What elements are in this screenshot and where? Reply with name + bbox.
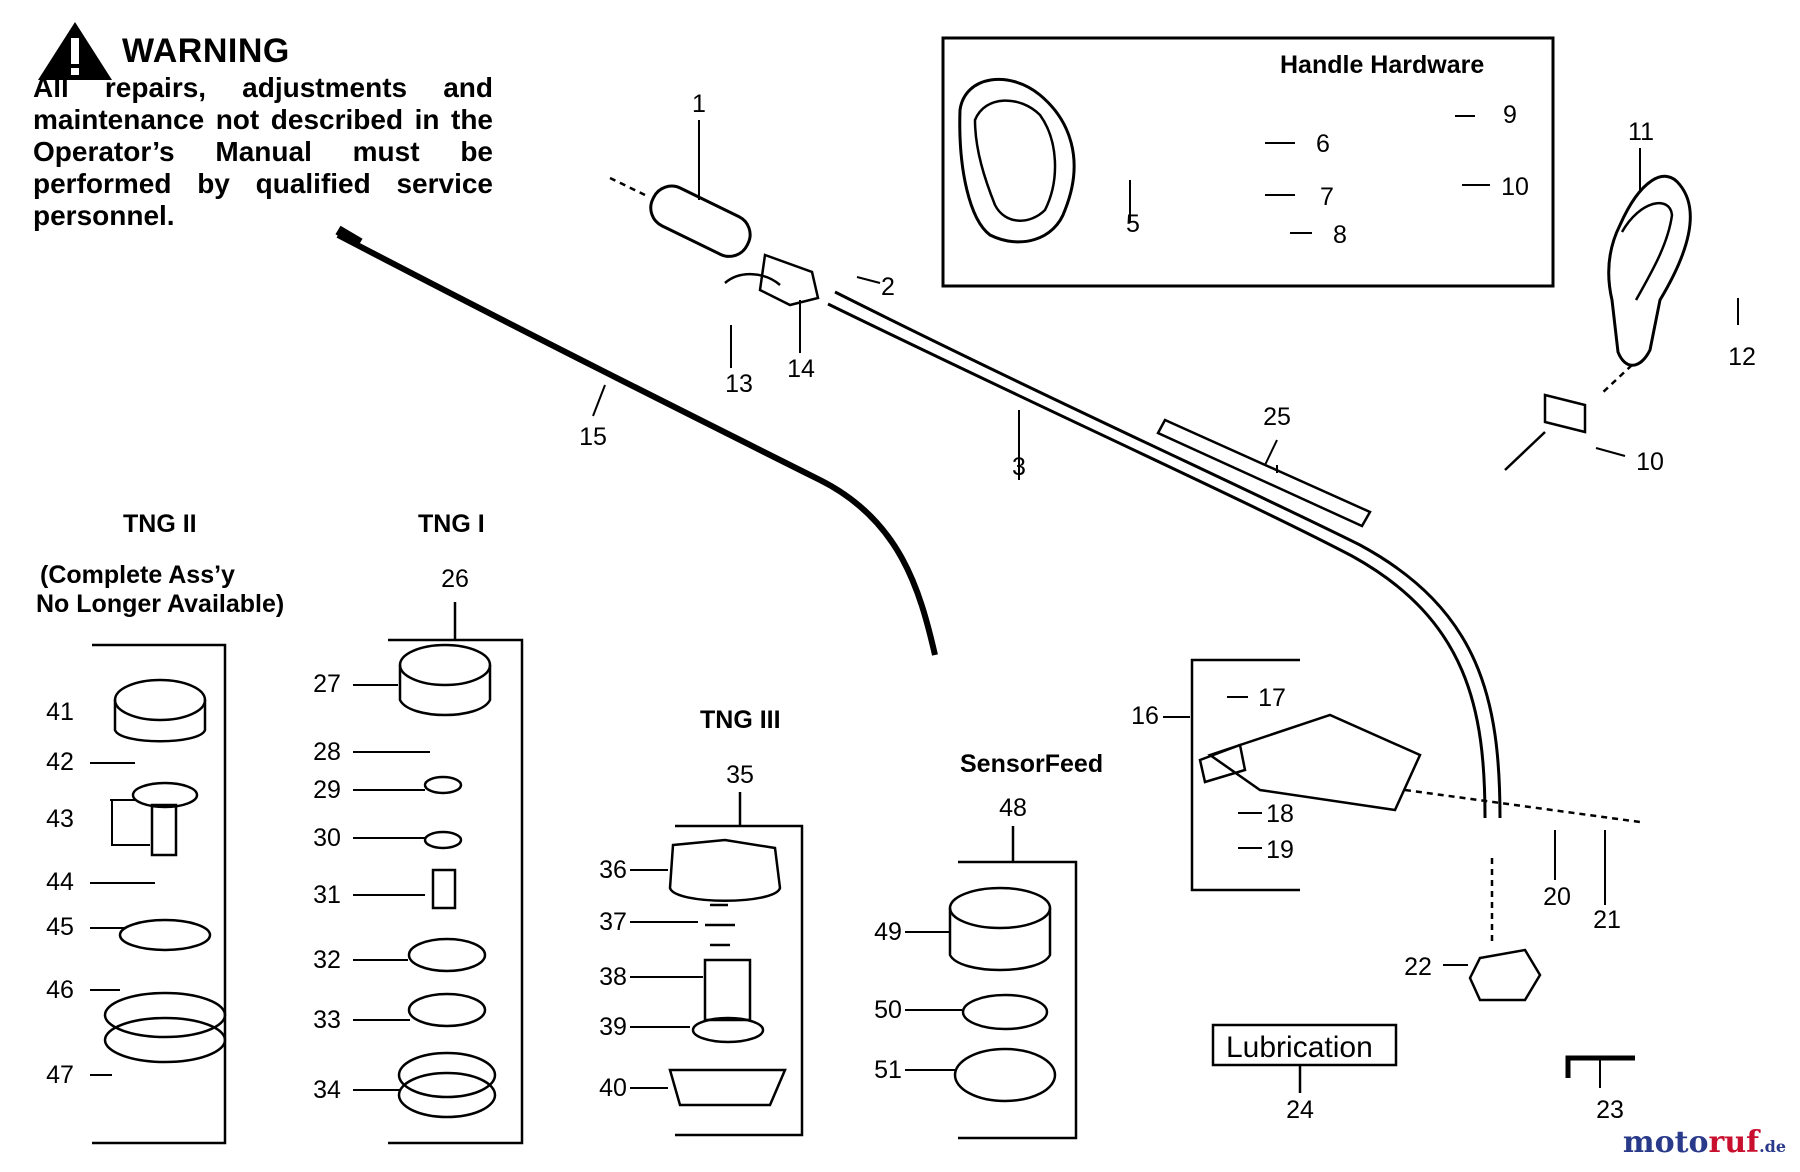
handle-hardware-box (941, 36, 1555, 288)
callout-24: 24 (1286, 1096, 1314, 1124)
lubrication-box (1211, 1023, 1398, 1067)
callout-25: 25 (1263, 403, 1291, 431)
callout-22: 22 (1404, 953, 1432, 981)
handle-hardware-label: Handle Hardware (1280, 51, 1484, 79)
callout-17: 17 (1258, 684, 1286, 712)
callout-10: 10 (1636, 448, 1664, 476)
callout-12: 12 (1728, 343, 1756, 371)
callout-37: 37 (599, 908, 627, 936)
callout-28: 28 (313, 738, 341, 766)
callout-49: 49 (874, 918, 902, 946)
lubrication-label: Lubrication (1226, 1031, 1373, 1064)
callout-16: 16 (1131, 702, 1159, 730)
callout-33: 33 (313, 1006, 341, 1034)
callout-13: 13 (725, 370, 753, 398)
callout-35: 35 (726, 761, 754, 789)
warning-title: WARNING (122, 32, 290, 70)
callout-8: 8 (1333, 221, 1347, 249)
callout-44: 44 (46, 868, 74, 896)
callout-32: 32 (313, 946, 341, 974)
callout-7: 7 (1320, 183, 1334, 211)
sensorfeed-bracket (958, 860, 1078, 1140)
callout-9: 9 (1503, 101, 1517, 129)
callout-20: 20 (1543, 883, 1571, 911)
callout-43: 43 (46, 805, 74, 833)
callout-6: 6 (1316, 130, 1330, 158)
callout-numbers: 1235678910101112131415161718192021222324… (46, 90, 1756, 1124)
tng2-note-1: (Complete Ass’y (40, 561, 235, 589)
callout-47: 47 (46, 1061, 74, 1089)
handle-box-view (958, 78, 1076, 244)
callout-26: 26 (441, 565, 469, 593)
callout-41: 41 (46, 698, 74, 726)
callout-15: 15 (579, 423, 607, 451)
callout-21: 21 (1593, 906, 1621, 934)
callout-30: 30 (313, 824, 341, 852)
tng1-label: TNG I (418, 510, 485, 538)
tng2-bracket (92, 643, 227, 1145)
tng3-bracket (675, 824, 804, 1137)
callout-38: 38 (599, 963, 627, 991)
strip-25 (1156, 418, 1372, 528)
callout-18: 18 (1266, 800, 1294, 828)
tng2-label: TNG II (123, 510, 197, 538)
callout-10: 10 (1501, 173, 1529, 201)
callout-36: 36 (599, 856, 627, 884)
callout-39: 39 (599, 1013, 627, 1041)
callout-5: 5 (1126, 210, 1140, 238)
callout-40: 40 (599, 1074, 627, 1102)
deflector-bracket (1190, 658, 1300, 892)
callout-34: 34 (313, 1076, 341, 1104)
tng3-label: TNG III (700, 706, 781, 734)
callout-14: 14 (787, 355, 815, 383)
sensorfeed-label: SensorFeed (960, 750, 1103, 778)
callout-29: 29 (313, 776, 341, 804)
warning-icon (38, 22, 112, 80)
callout-27: 27 (313, 670, 341, 698)
grip-1 (649, 184, 752, 258)
tng2-note-2: No Longer Available) (36, 590, 284, 618)
callout-2: 2 (881, 273, 895, 301)
callout-45: 45 (46, 913, 74, 941)
callout-51: 51 (874, 1056, 902, 1084)
callout-1: 1 (692, 90, 706, 118)
handle-11 (1607, 174, 1692, 367)
callout-11: 11 (1628, 118, 1654, 146)
callout-23: 23 (1596, 1096, 1624, 1124)
callout-42: 42 (46, 748, 74, 776)
callout-31: 31 (313, 881, 341, 909)
watermark-logo: motoruf.de (1622, 1125, 1786, 1160)
callout-48: 48 (999, 794, 1027, 822)
callout-19: 19 (1266, 836, 1294, 864)
deflector-16 (1207, 713, 1422, 812)
drive-shaft (336, 232, 938, 656)
throttle-14 (758, 253, 820, 307)
callout-50: 50 (874, 996, 902, 1024)
warning-text: All repairs, adjustments and maintenance… (33, 72, 493, 231)
callout-46: 46 (46, 976, 74, 1004)
main-tube (834, 290, 1502, 819)
callout-3: 3 (1012, 453, 1026, 481)
